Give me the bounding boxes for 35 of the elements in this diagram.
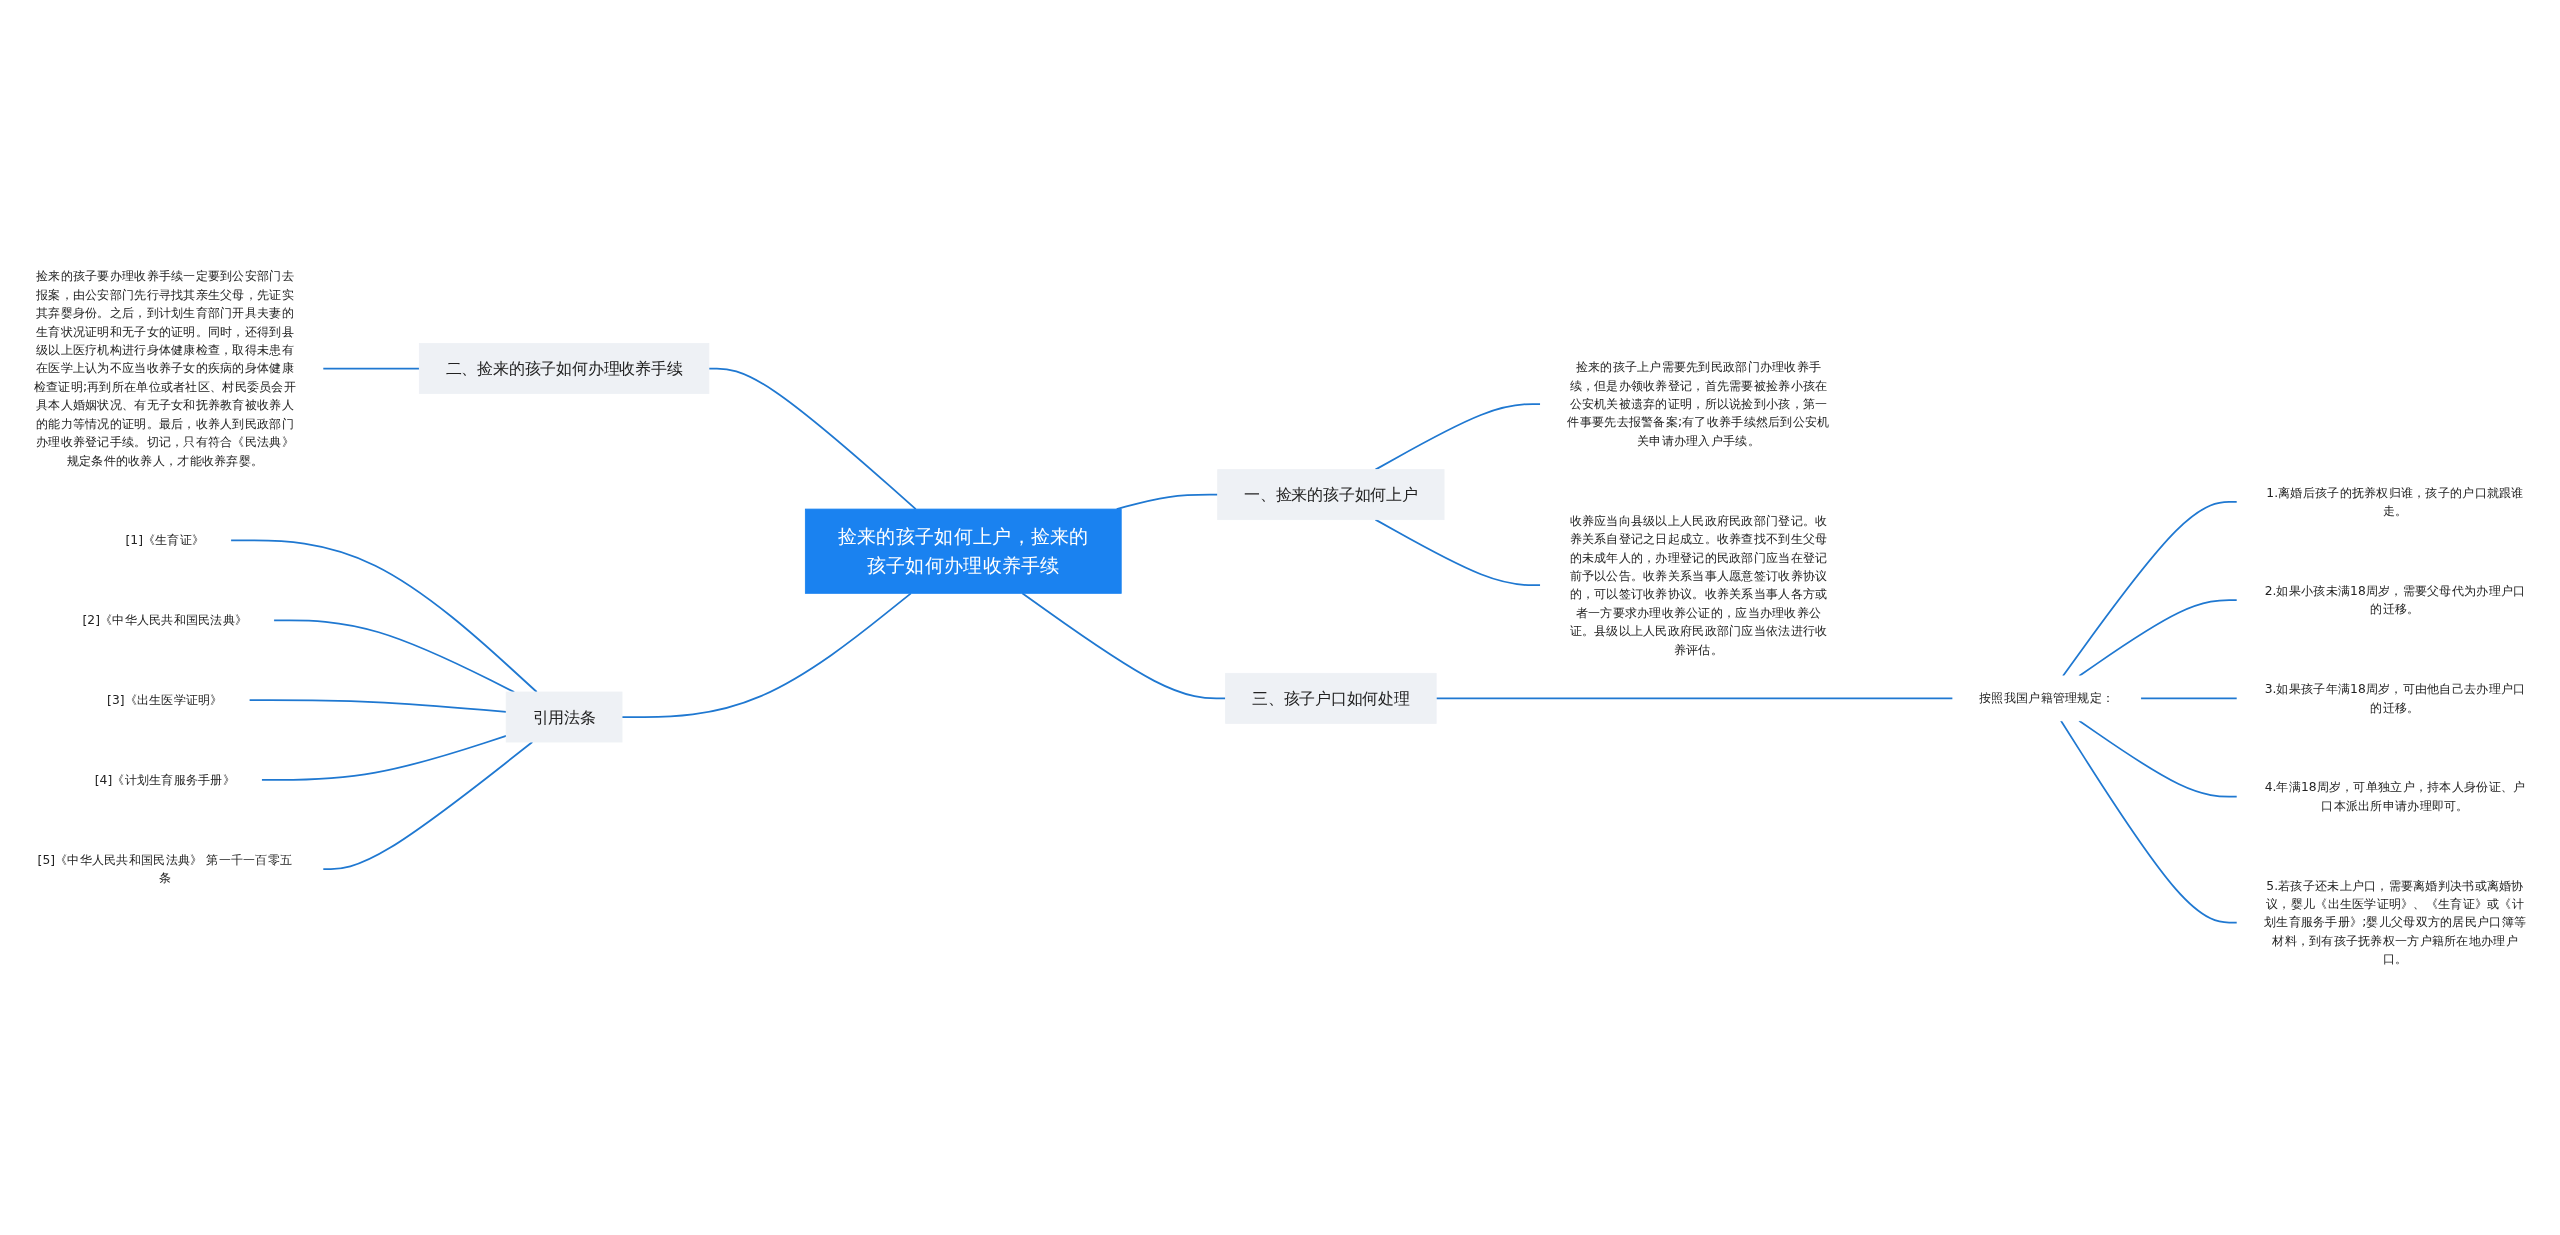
connector — [2062, 500, 2239, 677]
node-text: 3.如果孩子年满18周岁，可由他自己去办理户口的迁移。 — [2264, 681, 2526, 714]
node-box: 捡来的孩子如何上户，捡来的孩子如何办理收养手续 — [804, 508, 1122, 594]
node-text: [4]《计划生育服务手册》 — [94, 772, 236, 787]
connector — [248, 698, 508, 713]
connector — [2060, 719, 2239, 923]
node-box: 三、孩子户口如何处理 — [1225, 672, 1437, 724]
connector — [321, 367, 421, 369]
connector — [2139, 697, 2239, 699]
connector — [321, 740, 534, 870]
node-text: 收养应当向县级以上人民政府民政部门登记。收养关系自登记之日起成立。收养查找不到生父母的未成年人的，办理登记的民政部门应当在登记前予以公告。收养关系当事人愿意签订收养协议的，可以签订收养协议。收养关系当事人各方或者一方要求办理收养公证的，应当办理收养公证。县级以上人民政府民政部门应当依法进行收养评估。 — [1569, 512, 1828, 656]
node-text: 按照我国户籍管理规定： — [1979, 690, 2115, 705]
connector — [621, 592, 912, 718]
node-text: [1]《生育证》 — [125, 532, 205, 547]
connector — [260, 734, 508, 781]
connector — [1374, 518, 1542, 586]
node-box: 引用法条 — [505, 691, 623, 743]
connector — [1021, 592, 1227, 699]
node-text: 1.离婚后孩子的抚养权归谁，孩子的户口就跟谁走。 — [2266, 484, 2524, 518]
node-box: 一、捡来的孩子如何上户 — [1217, 468, 1445, 520]
connector — [2078, 719, 2239, 798]
node-text: 2.如果小孩未满18周岁，需要父母代为办理户口的迁移。 — [2264, 583, 2526, 616]
connector — [708, 367, 917, 510]
node-text: 捡来的孩子要办理收养手续一定要到公安部门去报案，由公安部门先行寻找其亲生父母，先证实其弃婴身份。之后，到计划生育部门开具夫妻的生育状况证明和无子女的证明。同时，还得到县级以上医疗机构进行身体健康检查，取得未患有在医学上认为不应当收养子女的疾病的身体健康检查证明;再到所在单位或者社区、村民委员会开具本人婚姻状况、有无子女和抚养教育被收养人的能力等情况的证明。最后，收养人到民政部门办理收养登记手续。切记，只有符合《民法典》规定条件的收养人，才能收养弃婴。 — [33, 268, 296, 467]
node-text: [2]《中华人民共和国民法典》 — [82, 612, 248, 627]
connector — [2078, 598, 2239, 677]
connector — [1374, 402, 1542, 471]
node-text: 5.若孩子还未上户口，需要离婚判决书或离婚协议，婴儿《出生医学证明》、《生育证》或《计划生育服务手册》;婴儿父母双方的居民户口簿等材料，到有孩子抚养权一方户籍所在地办理户口。 — [2264, 877, 2527, 966]
node-box: 二、捡来的孩子如何办理收养手续 — [418, 342, 710, 394]
node-text: 捡来的孩子上户需要先到民政部门办理收养手续，但是办领收养登记，首先需要被捡养小孩在公安机关被遗弃的证明，所以说捡到小孩，第一件事要先去报警备案;有了收养手续然后到公安机关申请办理入户手续。 — [1567, 359, 1830, 448]
connector — [1435, 697, 1954, 699]
node-text: [3]《出生医学证明》 — [107, 692, 223, 707]
connector — [229, 539, 538, 693]
node-text: 4.年满18周岁，可单独立户，持本人身份证、户口本派出所申请办理即可。 — [2264, 779, 2526, 813]
node-text: [5]《中华人民共和国民法典》 第一千一百零五条 — [37, 851, 293, 885]
